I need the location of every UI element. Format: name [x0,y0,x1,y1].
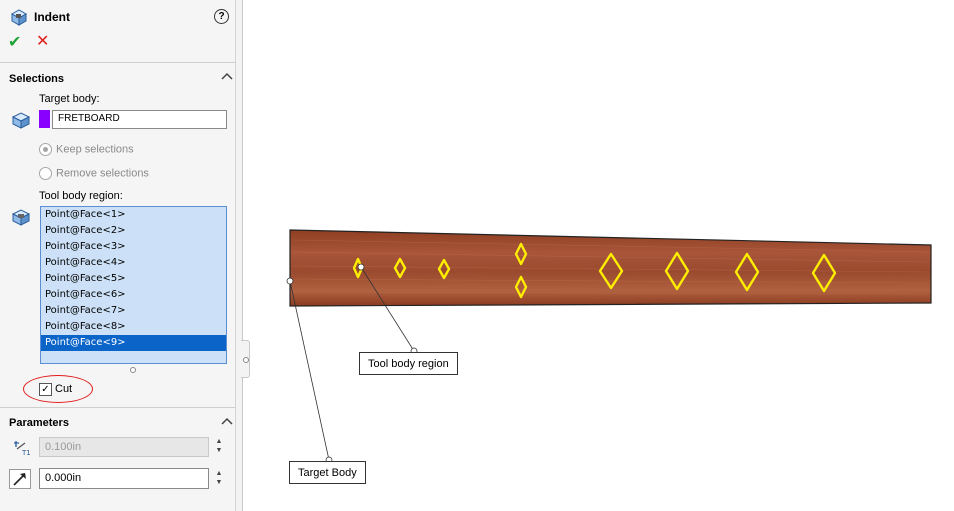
inlay-diamond[interactable] [437,258,451,280]
cut-label: Cut [55,383,73,395]
region-list-item[interactable]: Point@Face<9> [41,335,226,351]
tool-body-region-icon [11,208,31,229]
cancel-button[interactable]: ✕ [36,33,50,50]
divider [0,407,236,408]
tool-body-leader-dot [357,263,365,271]
fret-inlays[interactable] [352,242,837,299]
indent-feature-icon [9,7,29,30]
list-resize-handle[interactable] [130,367,136,373]
region-list-item[interactable]: Point@Face<8> [45,321,126,332]
tool-body-leader [360,266,415,352]
region-list-item[interactable]: Point@Face<1> [45,209,126,220]
inlay-diamond[interactable] [514,275,528,299]
spinner-up-icon[interactable]: ▲ [215,470,223,477]
tool-body-region-list[interactable]: Point@Face<1> Point@Face<2> Point@Face<3> P… [40,206,227,364]
property-manager: Indent ? ✔ ✕ Selections Target body: FRE… [0,0,236,511]
clearance-field[interactable]: 0.000in [39,468,209,489]
divider [0,62,236,63]
inlay-diamond[interactable] [514,242,528,266]
thickness-icon: T1 [11,439,31,460]
inlay-diamond[interactable] [734,252,760,292]
keep-selections-label: Keep selections [56,143,134,156]
splitter-collapse-handle[interactable] [241,340,250,378]
svg-text:T1: T1 [21,449,31,457]
target-body-color-swatch [39,110,50,128]
keep-selections-radio[interactable] [39,143,52,156]
target-body-leader-dot [286,277,294,285]
region-list-item[interactable]: Point@Face<7> [45,305,126,316]
feature-title: Indent [34,10,70,24]
target-body-icon [11,111,31,132]
spinner-down-icon[interactable]: ▼ [215,447,223,454]
target-body-field[interactable]: FRETBOARD [52,110,227,129]
region-list-item[interactable]: Point@Face<4> [45,257,126,268]
thickness-spinner[interactable]: ▲ ▼ [214,437,224,455]
cut-highlight-ellipse [23,375,93,403]
fretboard-body[interactable] [289,229,932,307]
remove-selections-radio[interactable] [39,167,52,180]
inlay-diamond[interactable] [598,252,624,290]
inlay-diamond[interactable] [664,251,690,291]
region-list-item[interactable]: Point@Face<3> [45,241,126,252]
wood-grain [291,239,930,295]
parameters-collapse-chevron-icon[interactable] [221,416,233,429]
panel-splitter[interactable] [236,0,243,511]
remove-selections-label: Remove selections [56,167,149,180]
remove-selections-option[interactable]: Remove selections [39,167,149,180]
thickness-field[interactable]: 0.100in [39,437,209,457]
parameters-section-title: Parameters [9,417,69,429]
spinner-up-icon[interactable]: ▲ [215,438,223,445]
region-list-item[interactable]: Point@Face<6> [45,289,126,300]
cut-checkbox[interactable]: ✓ [39,383,52,396]
target-body-leader [289,280,330,461]
target-body-callout[interactable]: Target Body [289,461,366,484]
keep-selections-option[interactable]: Keep selections [39,143,134,156]
spinner-down-icon[interactable]: ▼ [215,479,223,486]
clearance-spinner[interactable]: ▲ ▼ [214,469,224,487]
target-body-label: Target body: [39,93,100,105]
selections-collapse-chevron-icon[interactable] [221,71,233,84]
region-list-item[interactable]: Point@Face<5> [45,273,126,284]
inlay-diamond[interactable] [811,253,837,293]
clearance-icon [9,469,31,489]
ok-button[interactable]: ✔ [8,34,22,51]
region-list-item[interactable]: Point@Face<2> [45,225,126,236]
tool-body-region-callout[interactable]: Tool body region [359,352,458,375]
inlay-diamond[interactable] [393,257,407,279]
selections-section-title: Selections [9,73,65,85]
help-icon[interactable]: ? [214,9,229,24]
tool-body-region-label: Tool body region: [39,190,123,202]
